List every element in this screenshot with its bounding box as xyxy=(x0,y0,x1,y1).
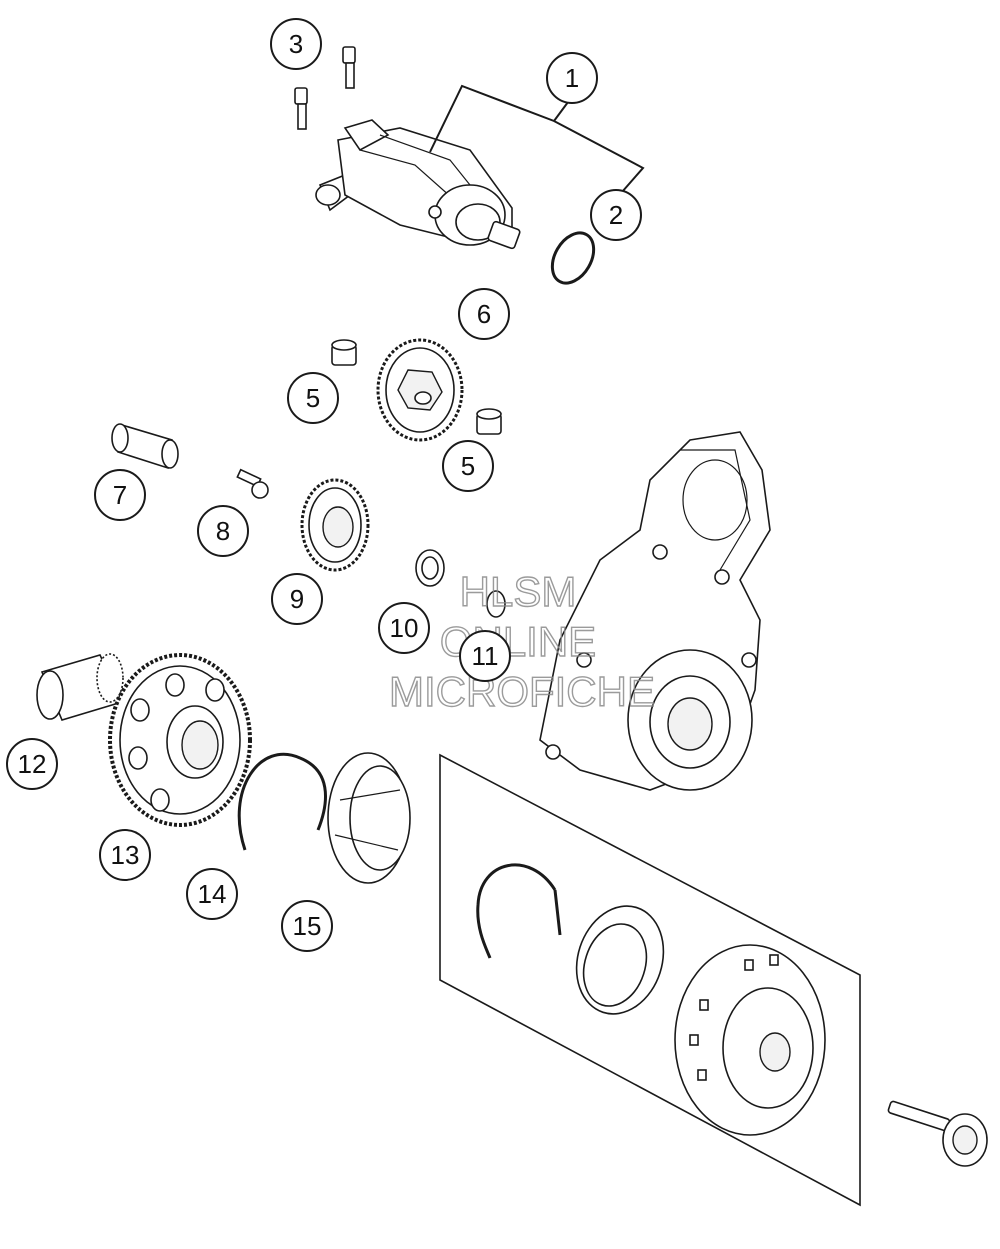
callout-15: 15 xyxy=(281,900,333,952)
callout-10: 10 xyxy=(378,602,430,654)
shaft-7 xyxy=(111,423,179,470)
callout-5a: 5 xyxy=(287,372,339,424)
starter-motor xyxy=(315,119,521,250)
callout-15-label: 15 xyxy=(293,911,322,941)
callout-1-label: 1 xyxy=(565,63,579,93)
callout-6: 6 xyxy=(458,288,510,340)
watermark-line1: HLSM xyxy=(460,568,577,615)
callout-10-label: 10 xyxy=(390,613,419,643)
o-ring xyxy=(550,231,596,285)
callout-12: 12 xyxy=(6,738,58,790)
callout-12-label: 12 xyxy=(18,749,47,779)
washer-11 xyxy=(486,590,506,618)
starter-screws xyxy=(294,46,356,130)
callout-9-label: 9 xyxy=(290,584,304,614)
starter-gear xyxy=(108,653,252,827)
bolt xyxy=(887,1100,988,1167)
bushing-5b xyxy=(476,408,502,435)
callout-5a-label: 5 xyxy=(306,383,320,413)
callout-7: 7 xyxy=(94,469,146,521)
callout-14: 14 xyxy=(186,868,238,920)
callout-2: 2 xyxy=(590,189,642,241)
callout-2-label: 2 xyxy=(609,200,623,230)
callout-3: 3 xyxy=(270,18,322,70)
callout-8: 8 xyxy=(197,505,249,557)
kit-panel xyxy=(439,753,861,1207)
callout-11-label: 11 xyxy=(472,641,499,671)
callout-11: 11 xyxy=(459,630,511,682)
callout-13: 13 xyxy=(99,829,151,881)
callout-1: 1 xyxy=(546,52,598,104)
callout-13-label: 13 xyxy=(111,840,140,870)
screw-8 xyxy=(236,468,269,499)
callout-7-label: 7 xyxy=(113,480,127,510)
washer-10-inner xyxy=(421,556,439,580)
watermark: HLSM ONLINE MICROFICHE xyxy=(388,567,655,715)
callout-5b-label: 5 xyxy=(461,451,475,481)
callout-8-label: 8 xyxy=(216,516,230,546)
callout-5b: 5 xyxy=(442,440,494,492)
ignition-cover xyxy=(539,431,771,791)
bushing-5a xyxy=(331,339,357,366)
watermark-line3: MICROFICHE xyxy=(389,668,655,715)
gear-9 xyxy=(300,478,370,572)
callout-3-label: 3 xyxy=(289,29,303,59)
circlip-14 xyxy=(237,752,327,851)
callout-14-label: 14 xyxy=(198,879,227,909)
callout-9: 9 xyxy=(271,573,323,625)
callout-6-label: 6 xyxy=(477,299,491,329)
needle-bearing xyxy=(36,653,124,721)
freewheel-15 xyxy=(327,752,411,884)
intermediate-gear xyxy=(376,338,464,442)
